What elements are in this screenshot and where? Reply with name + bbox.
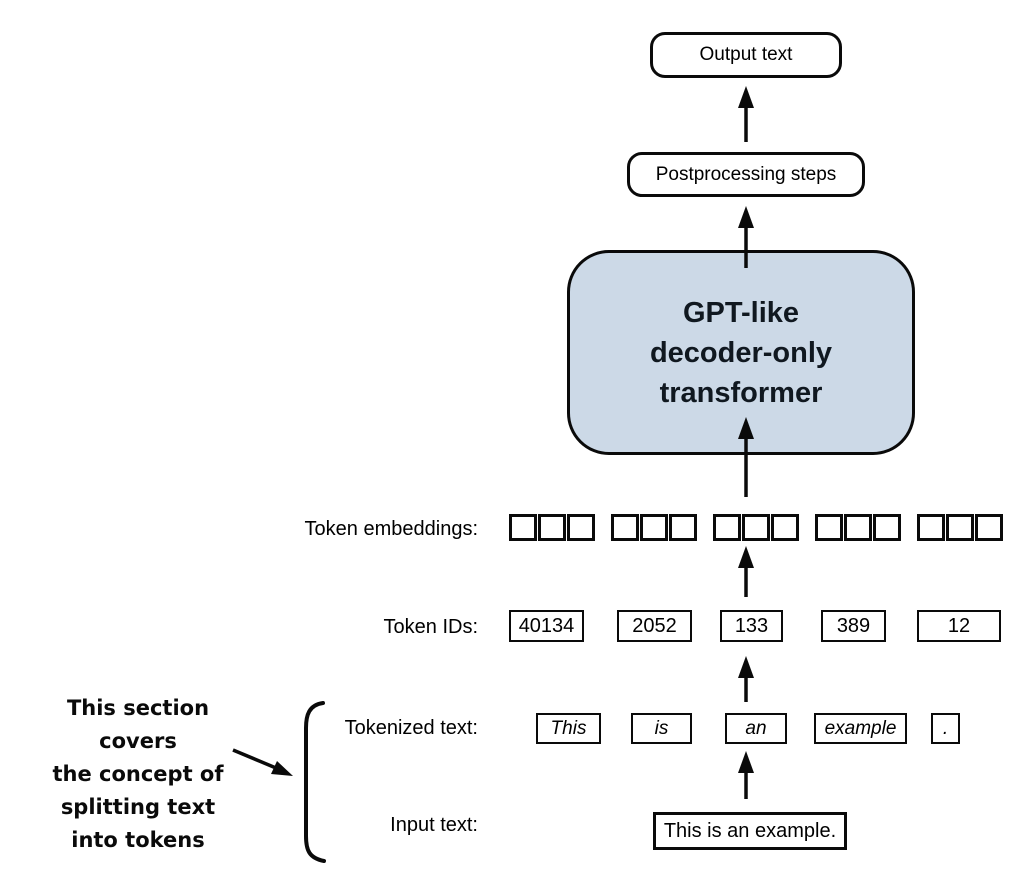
input-text-label: Input text: <box>390 814 478 836</box>
embedding-group <box>815 514 901 541</box>
token-id-box: 40134 <box>509 610 584 642</box>
postprocessing-label: Postprocessing steps <box>655 163 837 185</box>
token-embeddings-label: Token embeddings: <box>304 518 478 540</box>
token-id-box: 133 <box>720 610 783 642</box>
token-ids-label: Token IDs: <box>383 616 478 638</box>
section-annotation: This section covers the concept of split… <box>28 692 248 857</box>
embedding-cell <box>509 514 537 541</box>
embedding-cell <box>742 514 770 541</box>
annotation-line-1: This section covers <box>66 696 210 753</box>
embedding-cell <box>873 514 901 541</box>
embedding-cell <box>640 514 668 541</box>
embedding-group <box>713 514 799 541</box>
transformer-line-3: transformer <box>659 376 823 409</box>
embedding-group <box>917 514 1003 541</box>
annotation-line-4: into tokens <box>71 828 205 852</box>
token-box: example <box>814 713 907 744</box>
annotation-line-2: the concept of <box>52 762 224 786</box>
transformer-line-1: GPT-like <box>682 296 800 329</box>
token-box: . <box>931 713 960 744</box>
embedding-cell <box>567 514 595 541</box>
embedding-cell <box>946 514 974 541</box>
token-box: an <box>725 713 787 744</box>
output-text-box: Output text <box>650 32 842 78</box>
arrow-up-embeddings-icon <box>738 546 754 597</box>
embedding-cell <box>713 514 741 541</box>
output-text-label: Output text <box>699 44 793 65</box>
annotation-line-3: splitting text <box>60 795 216 819</box>
postprocessing-box: Postprocessing steps <box>627 152 865 197</box>
tokenized-text-label: Tokenized text: <box>344 717 478 739</box>
embedding-cell <box>771 514 799 541</box>
transformer-line-2: decoder-only <box>649 336 833 369</box>
arrow-up-token-ids-icon <box>738 656 754 702</box>
embedding-group <box>611 514 697 541</box>
embedding-cell <box>844 514 872 541</box>
arrow-up-tokenized-icon <box>738 751 754 799</box>
token-id-box: 389 <box>821 610 886 642</box>
embedding-group <box>509 514 595 541</box>
arrow-up-output-icon <box>738 86 754 142</box>
token-box: This <box>536 713 601 744</box>
embedding-cell <box>611 514 639 541</box>
token-box: is <box>631 713 692 744</box>
embedding-cell <box>538 514 566 541</box>
token-id-box: 2052 <box>617 610 692 642</box>
embedding-cell <box>815 514 843 541</box>
transformer-box: GPT-like decoder-only transformer <box>567 250 915 455</box>
embedding-cell <box>917 514 945 541</box>
embedding-cell <box>669 514 697 541</box>
input-text-box: This is an example. <box>653 812 847 850</box>
embedding-cell <box>975 514 1003 541</box>
token-id-box: 12 <box>917 610 1001 642</box>
